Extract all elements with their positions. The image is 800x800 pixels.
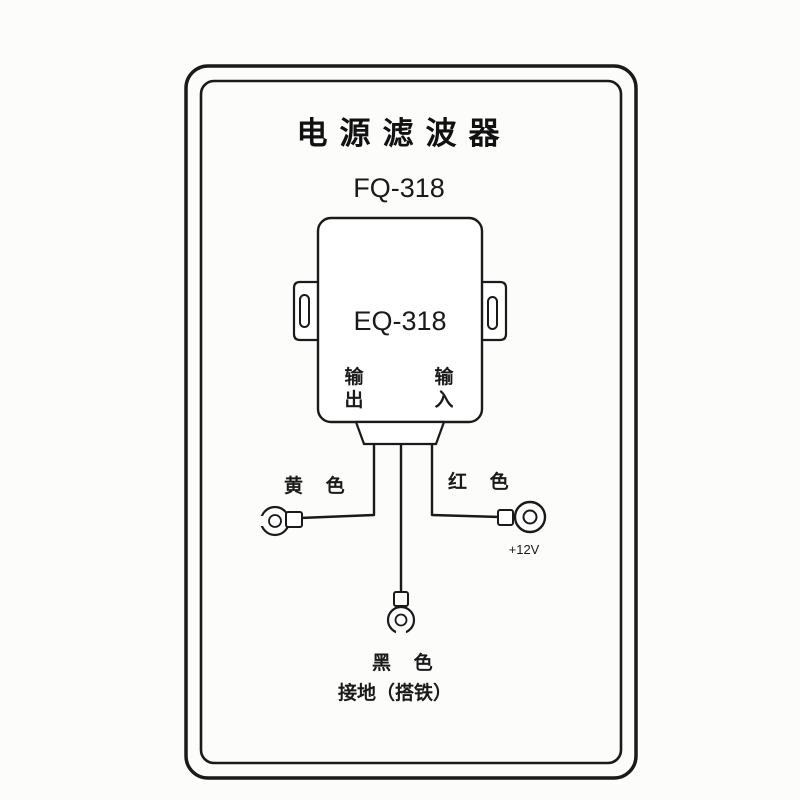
red-voltage-label: +12V <box>509 542 540 557</box>
card-title: 电源滤波器 <box>297 116 512 152</box>
filter-body-label: EQ-318 <box>353 306 446 336</box>
output-label-bottom: 出 <box>344 388 363 411</box>
red-wire <box>430 444 501 519</box>
left-mounting-slot <box>299 294 310 328</box>
ground-note: 接地（搭铁） <box>338 681 452 704</box>
red-ring-terminal <box>497 500 547 534</box>
black-fork-terminal <box>386 591 416 638</box>
cable-boot <box>354 420 446 446</box>
card-outer-border <box>184 64 638 780</box>
model-label: FQ-318 <box>353 173 445 203</box>
input-label-top: 输 <box>434 365 454 388</box>
yellow-wire-label: 黄 色 <box>284 474 353 497</box>
left-mounting-ear <box>292 280 318 342</box>
right-mounting-ear <box>482 280 508 342</box>
yellow-wire <box>299 444 376 520</box>
card-inner-border <box>199 79 623 765</box>
right-mounting-slot <box>487 296 498 330</box>
output-label-top: 输 <box>344 365 364 388</box>
yellow-fork-terminal <box>252 505 303 537</box>
black-wire-label: 黑 色 <box>372 651 441 674</box>
input-label-bottom: 入 <box>434 389 453 411</box>
red-wire-label: 红 色 <box>448 470 517 493</box>
